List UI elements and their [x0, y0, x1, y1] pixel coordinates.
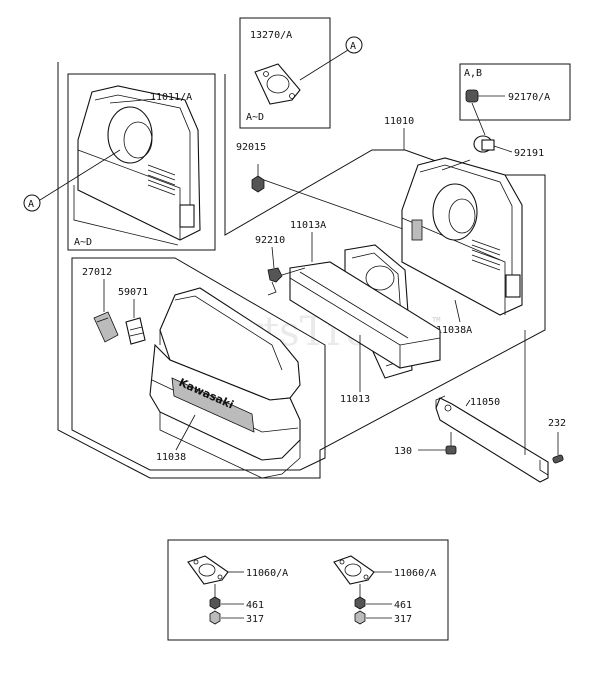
- leader-11038: [175, 414, 196, 451]
- label-11013: 11013: [340, 394, 370, 405]
- label-92210: 92210: [255, 235, 285, 246]
- label-13270-a: 13270/A: [250, 30, 292, 41]
- label-11011-a: 11011/A: [150, 92, 192, 103]
- air-cleaner-cover-11038-part: Kawasaki: [149, 287, 301, 479]
- callout-a-left: A: [23, 149, 121, 212]
- label-317-right: 317: [394, 614, 412, 625]
- air-cleaner-base-right-part: [401, 157, 523, 316]
- label-11060-a-right: 11060/A: [394, 568, 436, 579]
- assembly-outline-11010: [57, 62, 546, 479]
- label-11060-a-left: 11060/A: [246, 568, 288, 579]
- label-11038: 11038: [156, 452, 186, 463]
- label-92191: 92191: [514, 148, 544, 159]
- gasket-13270-part: [254, 49, 349, 105]
- label-461-left: 461: [246, 600, 264, 611]
- box-cover-11038: [71, 257, 326, 471]
- leader-92170: [471, 102, 486, 136]
- box-air-cleaner-base-11011: [67, 73, 216, 251]
- nut-92015-part: [251, 164, 265, 193]
- label-11013a: 11013A: [290, 220, 326, 231]
- leader-11038a: [454, 299, 461, 323]
- label-ab: A,B: [464, 68, 482, 79]
- air-cleaner-base-11011-part: [73, 85, 201, 246]
- label-317-left: 317: [246, 614, 264, 625]
- label-27012: 27012: [82, 267, 112, 278]
- clip-59071-part: [125, 317, 146, 345]
- leader-92015: [263, 179, 421, 236]
- clip-92210-part: [267, 267, 306, 296]
- label-11010: 11010: [384, 116, 414, 127]
- label-461-right: 461: [394, 600, 412, 611]
- svg-text:A: A: [350, 41, 356, 52]
- label-ad-left: A~D: [74, 237, 92, 248]
- svg-text:A: A: [28, 199, 34, 210]
- outline-boxes: [57, 17, 571, 641]
- bolt-130-part: [418, 432, 457, 455]
- label-ad-top: A~D: [246, 112, 264, 123]
- box-gasket-13270: [239, 17, 331, 129]
- label-232: 232: [548, 418, 566, 429]
- clamp-27012-part: [93, 311, 119, 343]
- nut-92191-part: [473, 135, 513, 153]
- trademark-mark: TM: [432, 316, 440, 324]
- label-92170-a: 92170/A: [508, 92, 550, 103]
- box-bolt-92170: [459, 63, 571, 121]
- screw-232-part: [552, 432, 564, 464]
- air-filter-11013-part: [289, 261, 441, 369]
- callout-a-top: A: [345, 36, 363, 54]
- label-59071: 59071: [118, 287, 148, 298]
- label-92015: 92015: [236, 142, 266, 153]
- leader-92210: [271, 246, 275, 269]
- bracket-11050-part: [435, 395, 549, 483]
- box-gasket-kits: [167, 539, 449, 641]
- bolt-92170-part: [465, 89, 505, 103]
- gasket-kit-right: [333, 555, 392, 625]
- label-130: 130: [394, 446, 412, 457]
- gasket-kit-left: [187, 555, 244, 625]
- label-11038a: 11038A: [436, 325, 472, 336]
- label-11050: 11050: [470, 397, 500, 408]
